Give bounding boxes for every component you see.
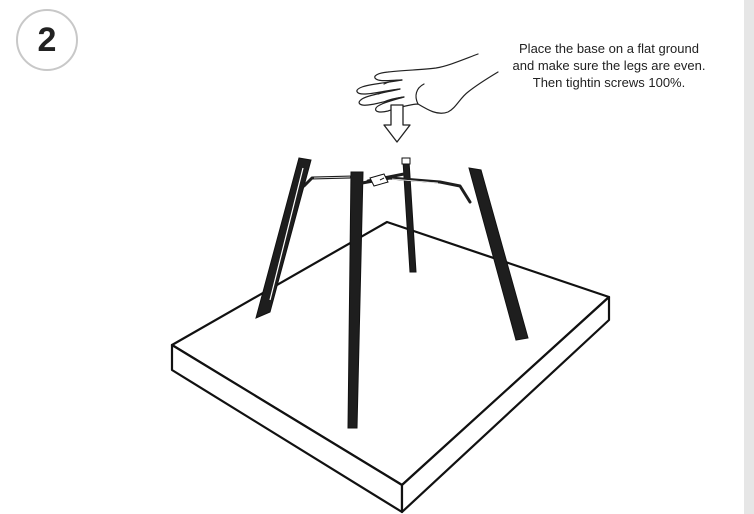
frame-arms xyxy=(302,172,472,204)
instruction-text: Place the base on a flat ground and make… xyxy=(478,40,740,91)
tabletop-board xyxy=(170,220,611,514)
step-number-badge: 2 xyxy=(16,9,78,71)
hand-icon xyxy=(356,53,499,114)
leg-right xyxy=(468,167,529,341)
chair-base-frame xyxy=(255,157,529,429)
instruction-line-1: Place the base on a flat ground xyxy=(519,41,699,56)
page-edge-bar xyxy=(744,0,754,514)
leg-front xyxy=(347,171,364,429)
instruction-line-3: Then tightin screws 100%. xyxy=(532,75,686,90)
instruction-line-2: and make sure the legs are even. xyxy=(512,58,706,73)
step-number: 2 xyxy=(37,21,57,59)
down-arrow-icon xyxy=(383,104,411,143)
leg-left xyxy=(255,157,312,319)
